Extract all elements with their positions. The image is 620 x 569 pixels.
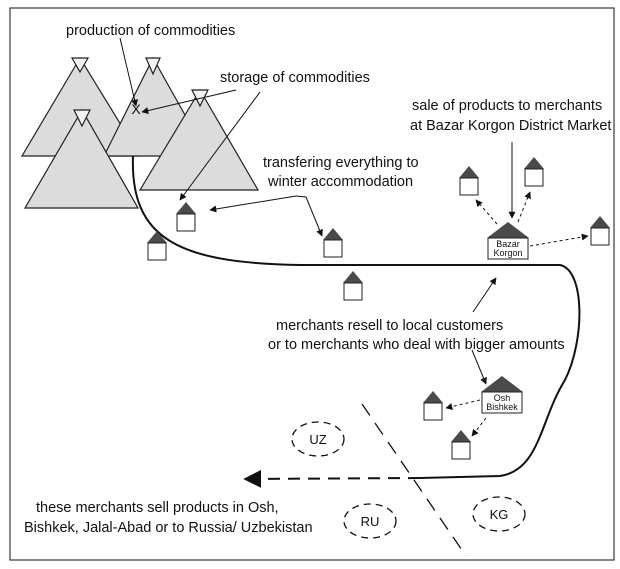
resell-arrow-down: [471, 349, 487, 385]
distribution-arrow: [529, 233, 589, 247]
houses: [147, 157, 610, 460]
storage-label: storage of commodities: [220, 70, 370, 86]
production-label: production of commodities: [66, 23, 235, 39]
transfer-label-line2: winter accommodation: [267, 174, 413, 190]
house-icon: [524, 157, 544, 187]
bazar-label-line2: Korgon: [493, 248, 522, 258]
resell-label-line2: or to merchants who deal with bigger amo…: [268, 337, 565, 353]
bazar-label-line1: Bazar: [496, 239, 520, 249]
final-label-line2: Bishkek, Jalal-Abad or to Russia/ Uzbeki…: [24, 520, 313, 536]
osh-label-line2: Bishkek: [486, 402, 518, 412]
resell-arrow-up: [472, 277, 497, 313]
distribution-arrow: [471, 417, 487, 437]
production-arrow: [119, 37, 138, 107]
production-marker: X: [131, 101, 141, 117]
transfer-arrow-right: [295, 195, 323, 237]
mountain-snowcap: [70, 57, 90, 74]
distribution-arrow: [445, 399, 481, 410]
transfer-label-line1: transfering everything to: [263, 155, 419, 171]
storage-arrow-house: [179, 91, 261, 201]
mountain-snowcap: [145, 57, 161, 76]
export-route-arrow: [243, 469, 421, 488]
regions: [291, 421, 526, 539]
osh-label-line1: Osh: [494, 393, 511, 403]
house-icon: [147, 231, 167, 261]
annotation-arrows: [119, 37, 516, 385]
region-ru-label: RU: [361, 514, 380, 529]
region-ru: [343, 503, 397, 539]
house-icon: [423, 391, 443, 421]
distribution-arrow: [517, 191, 531, 223]
sale-label-line1: sale of products to merchants: [412, 98, 602, 114]
house-icon: [343, 271, 363, 301]
house-icon: [590, 216, 610, 246]
migration-path: [131, 155, 581, 479]
resell-label-line1: merchants resell to local customers: [276, 318, 503, 334]
osh-bishkek-market: Osh Bishkek: [481, 376, 523, 414]
house-icon: [459, 166, 479, 196]
bazar-korgon-market: Bazar Korgon: [487, 222, 529, 260]
sale-label-line2: at Bazar Korgon District Market: [410, 118, 611, 134]
region-uz: [291, 421, 345, 457]
mountain-snowcap: [73, 109, 91, 128]
mountain-peak: [138, 88, 260, 191]
distribution-arrow: [475, 199, 498, 225]
mountain-range: [20, 56, 260, 209]
distribution-arrows: [445, 191, 589, 437]
border-line: [361, 403, 467, 557]
mountain-peak: [23, 108, 140, 209]
house-icon: [451, 430, 471, 460]
transfer-arrow-left: [209, 195, 297, 213]
house-icon: [323, 228, 343, 258]
region-kg: [472, 496, 526, 532]
house-icon: [176, 202, 196, 232]
region-uz-label: UZ: [309, 432, 326, 447]
diagram-border: [9, 7, 615, 561]
final-label-line1: these merchants sell products in Osh,: [36, 500, 279, 516]
region-kg-label: KG: [490, 507, 509, 522]
storage-arrow-left: [141, 89, 237, 114]
